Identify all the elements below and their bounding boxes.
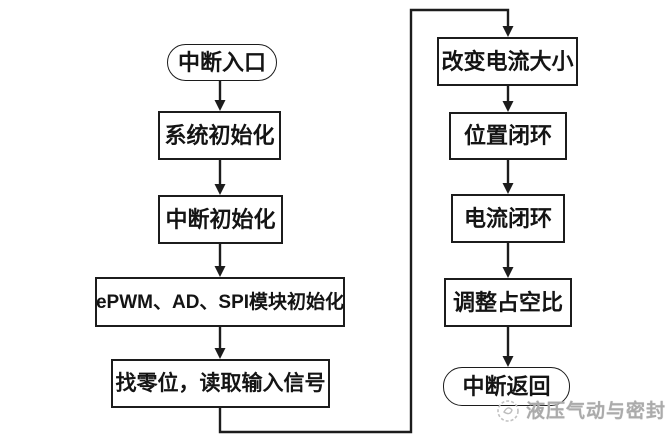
node-position-loop: 位置闭环 bbox=[449, 112, 567, 160]
node-current-loop: 电流闭环 bbox=[451, 194, 565, 243]
node-module-init: ePWM、AD、SPI模块初始化 bbox=[95, 277, 345, 327]
watermark-text: 液压气动与密封 bbox=[526, 401, 667, 422]
node-adjust-duty: 调整占空比 bbox=[444, 278, 572, 327]
node-find-zero: 找零位，读取输入信号 bbox=[111, 359, 330, 408]
node-start: 中断入口 bbox=[167, 44, 277, 81]
node-interrupt-init: 中断初始化 bbox=[158, 195, 283, 244]
node-change-current: 改变电流大小 bbox=[437, 37, 578, 86]
droplet-swirl-logo-icon bbox=[495, 397, 521, 423]
node-system-init: 系统初始化 bbox=[158, 111, 281, 160]
watermark: 液压气动与密封 bbox=[495, 396, 666, 423]
